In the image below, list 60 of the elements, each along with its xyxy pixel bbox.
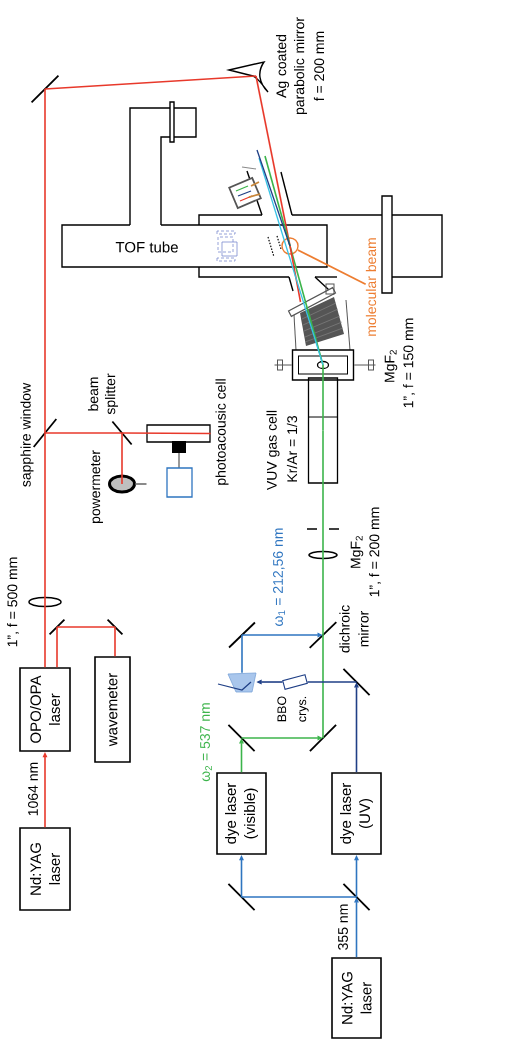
laser-beam bbox=[322, 554, 324, 636]
leader-line bbox=[296, 249, 367, 286]
mirror bbox=[227, 883, 256, 911]
laser-beam bbox=[354, 855, 359, 898]
laser-beam bbox=[56, 626, 116, 628]
edge-label: ω$_{1}$ = 212,56 nm bbox=[273, 528, 285, 626]
mirror bbox=[48, 618, 66, 636]
component-label: 1”, f = 500 mm bbox=[7, 557, 19, 647]
laser-beam bbox=[322, 634, 324, 739]
wavemeter-box: wavemeter bbox=[94, 656, 131, 763]
laser-beam bbox=[256, 149, 291, 247]
component-label: 1”, f = 150 mm bbox=[403, 318, 415, 408]
laser-beam bbox=[44, 88, 46, 434]
component-label: f = 200 mm bbox=[313, 31, 325, 101]
component-label: MgF$_{2}$ bbox=[384, 350, 398, 382]
laser-beam bbox=[258, 157, 287, 247]
laser-beam bbox=[121, 432, 123, 485]
laser-box: dye laser (UV) bbox=[331, 772, 382, 855]
component-label: powermeter bbox=[91, 450, 103, 524]
laser-beam bbox=[239, 855, 244, 898]
edge-label: 355 nm bbox=[338, 904, 348, 950]
laser-beam bbox=[306, 681, 358, 683]
tof-tube: TOF tube bbox=[61, 224, 328, 268]
laser-beam bbox=[255, 75, 291, 247]
laser-beam bbox=[322, 364, 324, 432]
component-label: photoacousic cell bbox=[215, 379, 229, 485]
component-label: beam splitter bbox=[87, 373, 118, 415]
laser-box: dye laser (visible) bbox=[216, 772, 267, 855]
laser-box: Nd:YAG laser bbox=[19, 827, 71, 911]
laser-beam bbox=[44, 432, 123, 434]
interaction-circle bbox=[281, 237, 299, 255]
laser-box: Nd:YAG laser bbox=[331, 957, 382, 1039]
laser-beam bbox=[241, 634, 243, 674]
laser-beam bbox=[44, 432, 46, 603]
component-label: BBO crys. bbox=[277, 696, 309, 722]
edge-label: 1064 nm bbox=[28, 762, 38, 816]
component-label: dichroic mirror bbox=[339, 605, 369, 653]
laser-beam bbox=[114, 626, 116, 657]
mirror bbox=[228, 621, 256, 649]
beam-label: molecular beam bbox=[365, 238, 377, 336]
laser-beam bbox=[56, 626, 58, 668]
laser-beam bbox=[121, 432, 212, 435]
edge-label: ω$_{2}$ = 537 nm bbox=[200, 703, 212, 782]
component-label: Ag coated parabolic mirror bbox=[275, 17, 307, 115]
laser-beam bbox=[322, 429, 324, 556]
laser-beam bbox=[240, 896, 358, 898]
component-label: Kr/Ar = 1/3 bbox=[286, 416, 298, 482]
mirror bbox=[106, 618, 124, 636]
component-label: 1”, f = 200 mm bbox=[369, 507, 381, 597]
component-label: sapphire window bbox=[20, 382, 34, 487]
mirror bbox=[309, 724, 337, 752]
mirror bbox=[30, 74, 60, 104]
laser-beam bbox=[289, 245, 302, 303]
component-label: VUV gas cell bbox=[266, 410, 280, 490]
laser-box: OPO/OPA laser bbox=[19, 667, 71, 752]
prism bbox=[217, 672, 257, 693]
laser-beam bbox=[44, 75, 257, 90]
laser-beam bbox=[42, 752, 48, 828]
component-label: MgF$_{2}$ bbox=[350, 536, 364, 568]
laser-beam bbox=[44, 601, 46, 668]
